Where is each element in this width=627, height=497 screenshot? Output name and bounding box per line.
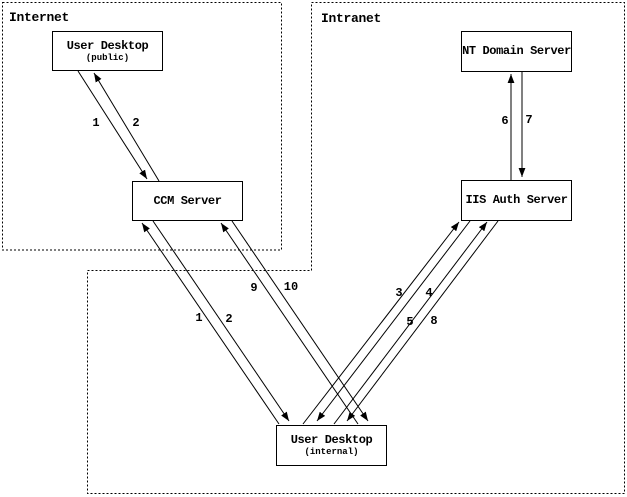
internet-region-border xyxy=(2,2,282,251)
node-title: User Desktop xyxy=(66,38,149,53)
arrow-label-4: 4 xyxy=(425,286,433,300)
arrow-2-ccm-to-public-desktop xyxy=(93,72,160,182)
node-ccm-server: CCM Server xyxy=(132,181,243,221)
arrow-3-internal-desktop-to-iis xyxy=(302,221,460,425)
arrow-9-internal-desktop-to-ccm xyxy=(220,222,359,425)
internet-region-label: Internet xyxy=(9,10,70,25)
node-user-desktop-public: User Desktop (public) xyxy=(52,31,163,71)
arrow-4-iis-to-internal-desktop xyxy=(316,220,471,422)
arrow-1-public-desktop-to-ccm xyxy=(77,70,148,180)
arrow-label-8: 8 xyxy=(430,314,438,328)
arrow-5-internal-desktop-to-iis xyxy=(333,221,488,425)
node-iis-auth-server: IIS Auth Server xyxy=(461,180,572,221)
node-subtitle: (public) xyxy=(85,52,130,63)
arrow-label-5: 5 xyxy=(406,315,414,329)
intranet-region-label: Intranet xyxy=(321,11,382,26)
node-title: NT Domain Server xyxy=(462,44,571,58)
node-subtitle: (internal) xyxy=(304,447,359,457)
arrow-label-2-public: 2 xyxy=(132,116,140,130)
intranet-region-border xyxy=(87,2,625,494)
arrow-label-7: 7 xyxy=(525,113,533,127)
arrow-label-9: 9 xyxy=(250,281,258,295)
node-user-desktop-internal: User Desktop (internal) xyxy=(276,425,387,466)
arrow-10-ccm-to-internal-desktop xyxy=(231,220,369,422)
arrow-label-1-public: 1 xyxy=(92,116,100,130)
node-title: CCM Server xyxy=(153,193,222,208)
arrow-8-iis-to-internal-desktop xyxy=(346,220,499,422)
arrow-label-10: 10 xyxy=(283,280,299,294)
arrow-2-ccm-to-internal-desktop xyxy=(152,220,290,422)
arrow-label-1-internal: 1 xyxy=(195,311,203,325)
node-title: IIS Auth Server xyxy=(465,193,568,207)
node-nt-domain-server: NT Domain Server xyxy=(461,31,572,72)
arrow-label-2-internal: 2 xyxy=(225,312,233,326)
node-title: User Desktop xyxy=(290,433,373,447)
arrow-1-internal-desktop-to-ccm xyxy=(141,222,280,425)
arrow-label-3: 3 xyxy=(395,286,403,300)
arrow-label-6: 6 xyxy=(501,114,509,128)
